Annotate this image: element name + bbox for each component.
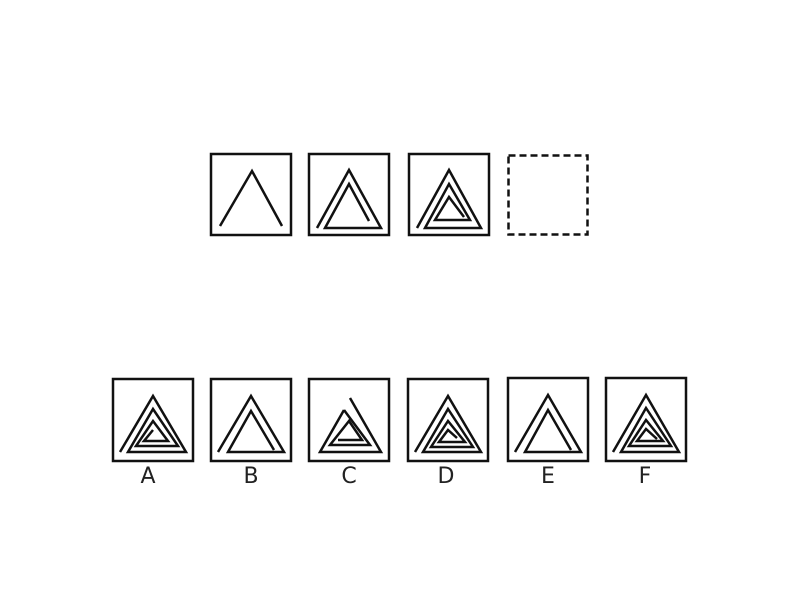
option-c-figure[interactable] <box>307 377 391 463</box>
option-e-figure[interactable] <box>506 376 590 463</box>
option-a-label[interactable]: A <box>140 464 156 489</box>
sequence-answer-placeholder <box>507 154 589 236</box>
sequence-figure-1 <box>209 152 293 237</box>
option-b-label[interactable]: B <box>243 464 259 489</box>
option-d-label[interactable]: D <box>437 464 455 489</box>
sequence-figure-3 <box>407 152 491 237</box>
option-f-label[interactable]: F <box>638 464 652 489</box>
option-e-label[interactable]: E <box>541 464 555 489</box>
option-b-figure[interactable] <box>209 377 293 463</box>
option-d-figure[interactable] <box>406 377 490 463</box>
option-c-label[interactable]: C <box>341 464 357 489</box>
option-a-figure[interactable] <box>111 377 195 463</box>
sequence-figure-2 <box>307 152 391 237</box>
option-f-figure[interactable] <box>604 376 688 463</box>
